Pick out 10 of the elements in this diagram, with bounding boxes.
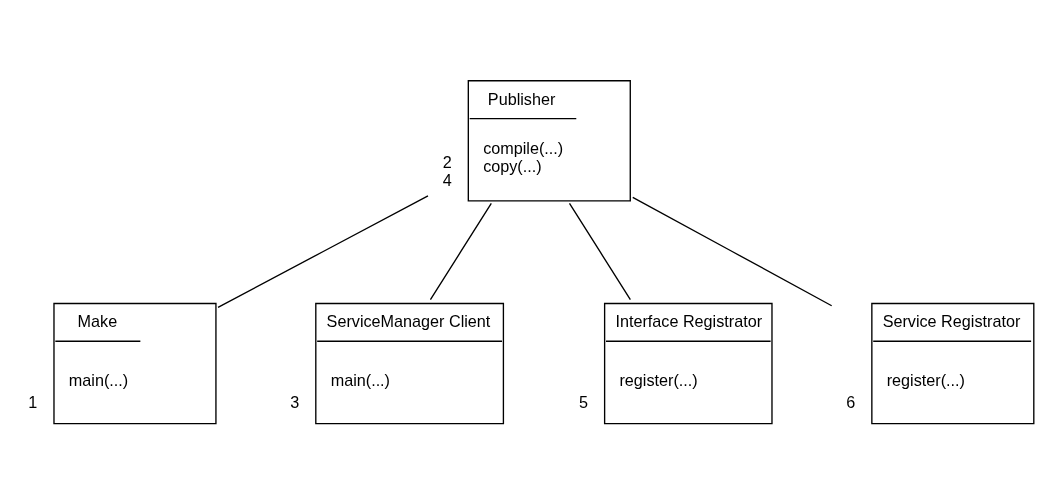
connector [217,194,429,308]
node-label: 2 [442,152,452,171]
connector [429,202,492,300]
node-label: 4 [442,170,452,188]
connector [632,196,833,306]
node-label: 3 [290,392,300,411]
node-label: 6 [846,392,856,411]
node-label: 1 [28,392,38,411]
node-label: 5 [578,392,588,411]
connector [568,202,632,300]
